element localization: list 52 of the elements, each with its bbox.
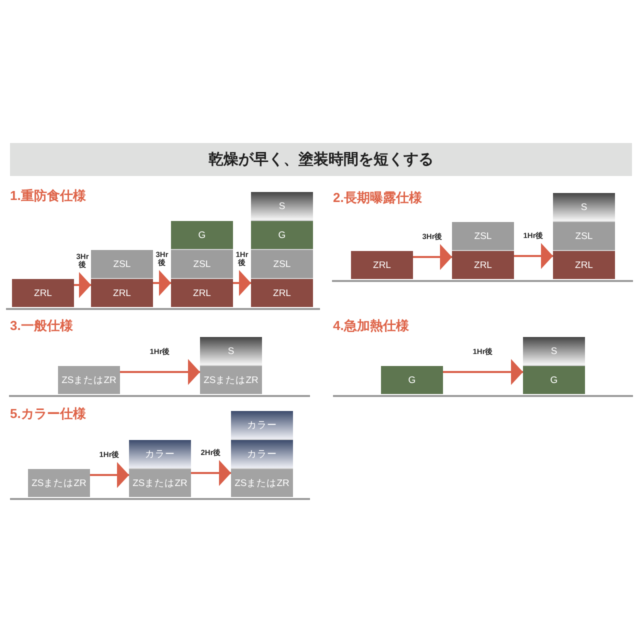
arrow [120, 359, 200, 385]
coating-layer: S [523, 337, 585, 365]
coating-stack [251, 192, 313, 307]
coating-stack [91, 250, 153, 307]
arrow [191, 460, 231, 486]
arrow [74, 272, 91, 298]
coating-layer: S [200, 337, 262, 365]
coating-stack [553, 193, 615, 279]
coating-layer: ZSまたはZR [58, 366, 120, 394]
coating-layer: ZSまたはZR [129, 469, 191, 497]
coating-stack [200, 337, 262, 394]
coating-layer: G [381, 366, 443, 394]
coating-layer: ZSL [553, 222, 615, 250]
coating-layer: ZSL [171, 250, 233, 278]
section-heading: 1.重防食仕様 [10, 188, 86, 204]
coating-layer: G [523, 366, 585, 394]
coating-layer: ZRL [91, 279, 153, 307]
coating-layer: ZRL [351, 251, 413, 279]
coating-layer: G [171, 221, 233, 249]
arrow [413, 244, 452, 270]
section-heading: 5.カラー仕様 [10, 406, 86, 422]
coating-stack [523, 337, 585, 394]
coating-layer: ZRL [553, 251, 615, 279]
section-heading: 4.急加熱仕様 [333, 318, 409, 334]
coating-stack [452, 222, 514, 279]
section-heading: 3.一般仕様 [10, 318, 73, 334]
arrow [90, 462, 129, 488]
section-heading: 2.長期曝露仕様 [333, 190, 422, 206]
arrow [443, 359, 523, 385]
arrow [514, 243, 553, 269]
page-title: 乾燥が早く、塗装時間を短くする [10, 143, 632, 176]
coating-layer: ZSL [452, 222, 514, 250]
coating-layer: ZSまたはZR [28, 469, 90, 497]
coating-layer: ZSL [251, 250, 313, 278]
coating-stack [129, 440, 191, 497]
coating-layer: ZRL [12, 279, 74, 307]
coating-layer: S [251, 192, 313, 220]
coating-layer: ZSまたはZR [200, 366, 262, 394]
coating-stack [231, 411, 293, 497]
coating-layer: ZRL [251, 279, 313, 307]
coating-layer: ZRL [171, 279, 233, 307]
coating-layer: ZSL [91, 250, 153, 278]
coating-layer: ZSまたはZR [231, 469, 293, 497]
coating-layer: カラー [129, 440, 191, 468]
coating-stack [171, 221, 233, 307]
arrow [153, 270, 171, 296]
coating-layer: G [251, 221, 313, 249]
coating-layer: S [553, 193, 615, 221]
coating-layer: カラー [231, 440, 293, 468]
arrow [233, 270, 251, 296]
coating-layer: ZRL [452, 251, 514, 279]
coating-layer: カラー [231, 411, 293, 439]
